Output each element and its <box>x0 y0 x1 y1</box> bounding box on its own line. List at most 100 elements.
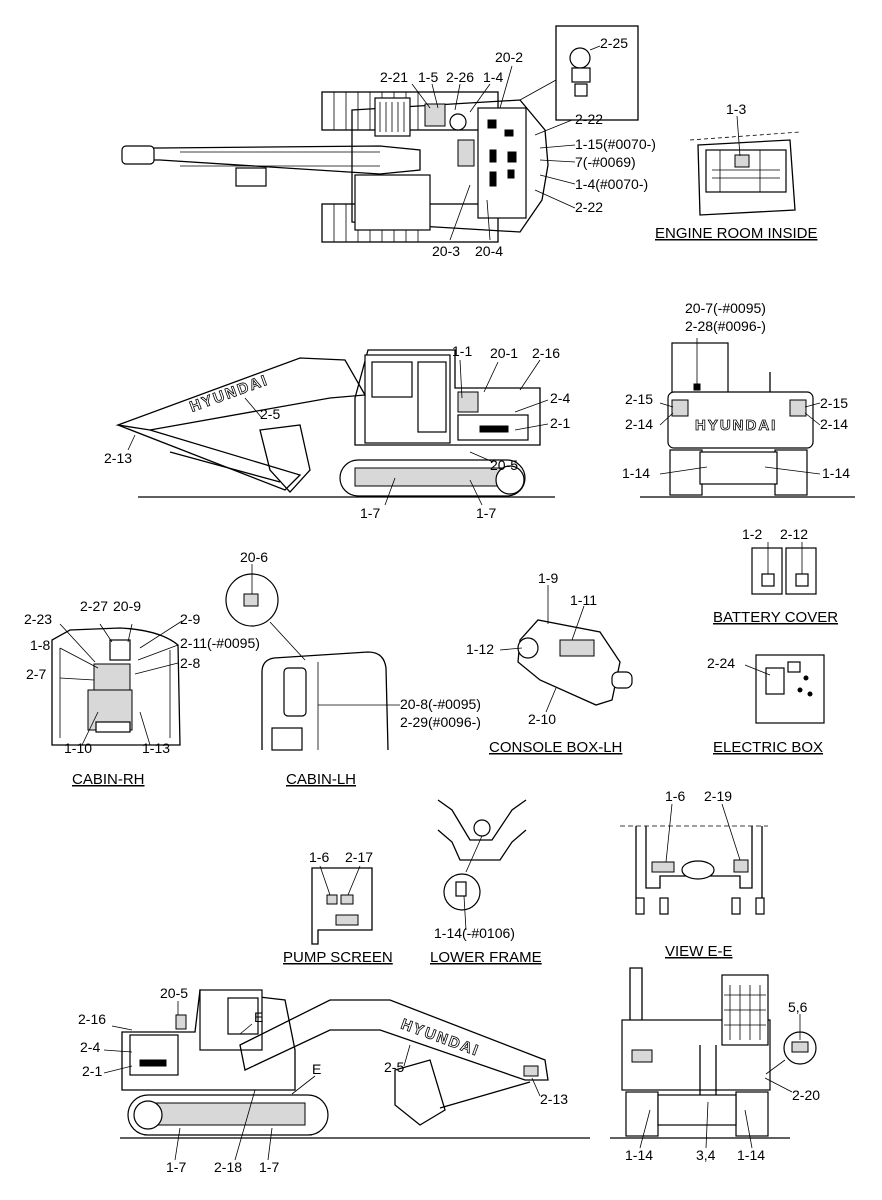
label-2-23: 2-23 <box>24 611 52 627</box>
label-e-lower: E <box>312 1061 321 1077</box>
label-2-17: 2-17 <box>345 849 373 865</box>
label-2-27: 2-27 <box>80 598 108 614</box>
label-2-13-side: 2-13 <box>104 450 132 466</box>
label-2-4-left: 2-4 <box>80 1039 100 1055</box>
label-2-19: 2-19 <box>704 788 732 804</box>
cabin-rh-view: 2-23 2-27 20-9 2-9 1-8 2-11(-#0095) 2-8 … <box>24 598 260 788</box>
label-20-1: 20-1 <box>490 345 518 361</box>
label-2-4-side: 2-4 <box>550 390 570 406</box>
label-20-9: 20-9 <box>113 598 141 614</box>
label-2-1-left: 2-1 <box>82 1063 102 1079</box>
label-2-10: 2-10 <box>528 711 556 727</box>
console-box-lh-view: 1-9 1-11 1-12 2-10 CONSOLE BOX-LH <box>466 570 633 756</box>
label-2-15-right: 2-15 <box>820 395 848 411</box>
side-bucket <box>259 424 311 493</box>
caption-cabin-lh: CABIN-LH <box>286 771 356 788</box>
caption-battery-cover: BATTERY COVER <box>713 609 838 626</box>
cabin-rh-outline <box>51 627 181 746</box>
battery-cover-left <box>751 547 783 595</box>
label-1-7-side-b: 1-7 <box>476 505 496 521</box>
label-1-11: 1-11 <box>570 592 597 608</box>
top-fuel-cap <box>449 113 467 131</box>
top-arm-cylinder <box>235 167 267 187</box>
lower-frame-view: 1-14(-#0106) LOWER FRAME <box>430 799 542 966</box>
engine-room-inside-view: 1-3 ENGINE ROOM INSIDE <box>655 101 818 242</box>
top-counterweight-panel <box>354 174 431 231</box>
label-20-6: 20-6 <box>240 549 268 565</box>
label-1-14-rear-right: 1-14 <box>822 465 850 481</box>
label-1-5: 1-5 <box>418 69 438 85</box>
label-2-5-side: 2-5 <box>260 406 280 422</box>
rear-view: HYUNDAI 20-7(-#0095) 2-28(#0096-) 2-15 2… <box>622 300 855 498</box>
top-boom <box>129 145 421 175</box>
label-2-16-left: 2-16 <box>78 1011 106 1027</box>
label-2-25: 2-25 <box>600 35 628 51</box>
label-1-14-front-left: 1-14 <box>625 1147 653 1163</box>
label-1-7-side-a: 1-7 <box>360 505 380 521</box>
label-2-21: 2-21 <box>380 69 408 85</box>
label-1-14-rear-left: 1-14 <box>622 465 650 481</box>
label-20-7: 20-7(-#0095) <box>685 300 766 316</box>
electric-box-view: 2-24 ELECTRIC BOX <box>707 654 825 756</box>
label-1-7-left-a: 1-7 <box>166 1159 186 1175</box>
left-bucket <box>394 1059 446 1126</box>
label-2-20: 2-20 <box>792 1087 820 1103</box>
label-20-2: 20-2 <box>495 49 523 65</box>
top-engine-cover <box>477 107 527 219</box>
top-bucket <box>121 145 155 165</box>
side-arm <box>117 424 302 491</box>
battery-cover-view: 1-2 2-12 BATTERY COVER <box>713 526 838 626</box>
label-2-16-side: 2-16 <box>532 345 560 361</box>
front-track-right <box>735 1091 769 1137</box>
label-20-5-side: 20-5 <box>490 457 518 473</box>
label-20-8: 20-8(-#0095) <box>400 696 481 712</box>
battery-cover-right <box>785 547 817 595</box>
front-view: 5,6 2-20 1-14 3,4 1-14 <box>610 967 820 1163</box>
rear-track-left <box>669 449 703 496</box>
front-track-left <box>625 1091 659 1137</box>
label-2-12: 2-12 <box>780 526 808 542</box>
rear-counterweight <box>667 391 814 449</box>
top-view: 2-21 1-5 2-26 1-4 20-2 2-25 2-22 1-15(#0… <box>121 25 656 259</box>
caption-electric-box: ELECTRIC BOX <box>713 739 823 756</box>
label-20-3: 20-3 <box>432 243 460 259</box>
caption-pump-screen: PUMP SCREEN <box>283 949 393 966</box>
side-upper-structure <box>354 349 541 446</box>
label-2-9: 2-9 <box>180 611 200 627</box>
label-2-18: 2-18 <box>214 1159 242 1175</box>
caption-lower-frame: LOWER FRAME <box>430 949 542 966</box>
label-20-4: 20-4 <box>475 243 503 259</box>
left-upper-structure <box>121 989 296 1091</box>
pump-screen-view: 1-6 2-17 PUMP SCREEN <box>283 849 393 966</box>
label-2-22-bottom: 2-22 <box>575 199 603 215</box>
cabin-lh-view: 20-6 20-8(-#0095) 2-29(#0096-) CABIN-LH <box>225 549 481 788</box>
label-1-14-lower-frame: 1-14(-#0106) <box>434 925 515 941</box>
label-1-14-front-right: 1-14 <box>737 1147 765 1163</box>
label-1-6-pump: 1-6 <box>309 849 329 865</box>
console-box-outline <box>517 619 621 706</box>
label-2-22-top: 2-22 <box>575 111 603 127</box>
label-1-7-left-b: 1-7 <box>259 1159 279 1175</box>
label-7: 7(-#0069) <box>575 154 636 170</box>
label-1-1: 1-1 <box>452 343 472 359</box>
label-20-5-left: 20-5 <box>160 985 188 1001</box>
left-side-view: HYUNDAI 20-5 2-16 2-4 2-1 E E 2-5 2-13 1… <box>78 985 590 1175</box>
side-boom-brand: HYUNDAI <box>188 372 271 416</box>
label-2-1-side: 2-1 <box>550 415 570 431</box>
label-1-9: 1-9 <box>538 570 558 586</box>
top-vent-grid <box>457 139 475 167</box>
left-engine-cover <box>129 1034 179 1076</box>
label-2-29: 2-29(#0096-) <box>400 714 481 730</box>
label-1-2: 1-2 <box>742 526 762 542</box>
label-1-6-view-e: 1-6 <box>665 788 685 804</box>
inset-box-2-25 <box>555 25 639 121</box>
top-decal-cluster <box>424 103 446 127</box>
label-2-28: 2-28(#0096-) <box>685 318 766 334</box>
caption-console-box-lh: CONSOLE BOX-LH <box>489 739 622 756</box>
label-2-5-left: 2-5 <box>384 1059 404 1075</box>
label-2-14-left: 2-14 <box>625 416 653 432</box>
label-2-14-right: 2-14 <box>820 416 848 432</box>
caption-cabin-rh: CABIN-RH <box>72 771 145 788</box>
label-1-13: 1-13 <box>142 740 170 756</box>
